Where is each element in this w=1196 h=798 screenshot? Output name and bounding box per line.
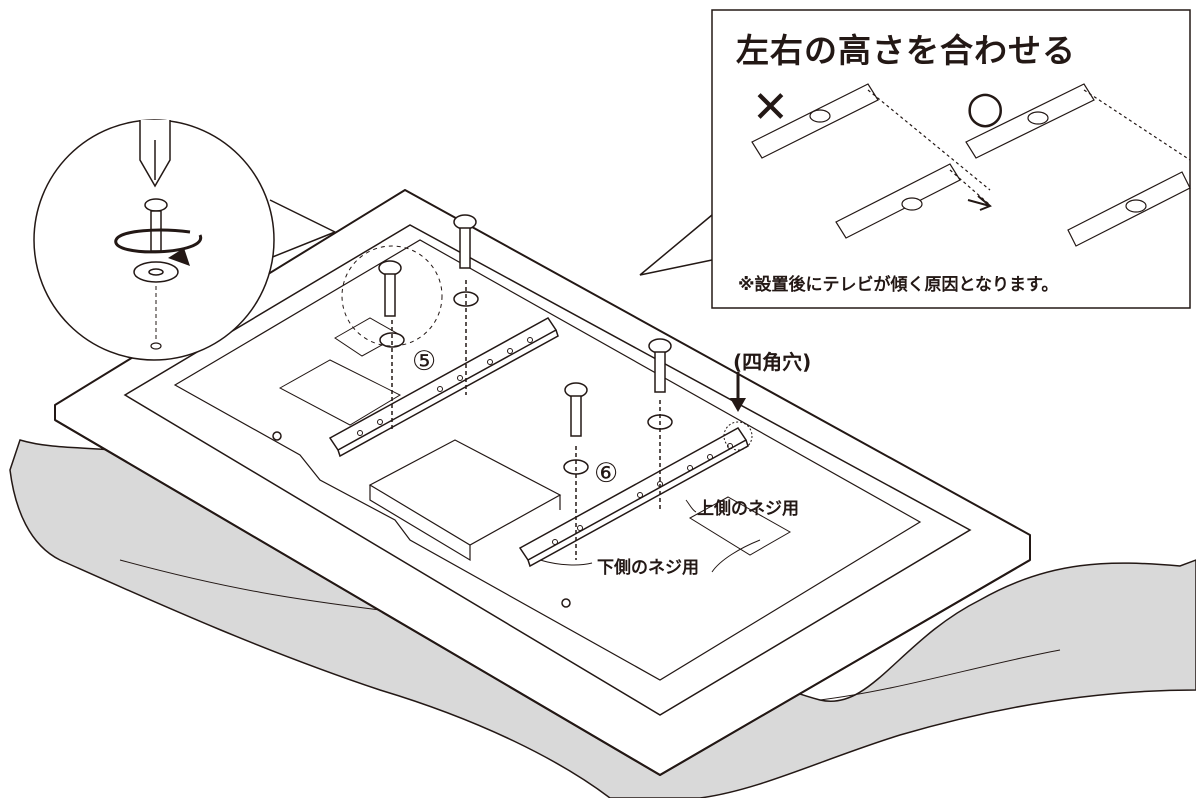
lower-screw-label: 下側のネジ用	[597, 558, 699, 578]
step-6-label: ⑥	[594, 458, 619, 489]
lower-screw-bracket	[539, 539, 761, 573]
upper-screw-label: 上側のネジ用	[697, 499, 799, 519]
step-5-label: ⑤	[412, 346, 437, 377]
tv-back-inner	[123, 224, 972, 716]
tv-side-edge	[54, 419, 1031, 777]
screwdriver-icon	[139, 120, 171, 188]
lower-bracket-rail	[518, 427, 749, 568]
tv-back-recess	[173, 239, 922, 681]
tv-back-block	[368, 439, 562, 562]
rotation-arrow-icon	[114, 228, 202, 254]
inset-hole	[150, 342, 162, 350]
down-arrow-icon	[730, 372, 746, 412]
rotation-arrowhead	[168, 248, 190, 266]
correct-mark-icon: ○	[966, 82, 1005, 133]
upper-rail-holes	[357, 337, 533, 436]
tv-back-hole	[561, 598, 571, 608]
rail-aligned	[965, 83, 1191, 247]
callout-note: ※設置後にテレビが傾く原因となります。	[738, 275, 1059, 295]
zoom-inset-pointer	[269, 199, 337, 259]
screw	[453, 214, 479, 395]
screw	[563, 382, 589, 560]
callout-pointer	[639, 214, 713, 276]
square-hole-label: (四角穴)	[733, 350, 812, 374]
upper-bracket-rail	[328, 317, 559, 458]
square-hole-highlight	[723, 421, 753, 451]
callout-box	[711, 9, 1191, 309]
callout-title: 左右の高さを合わせる	[736, 31, 1076, 70]
screw	[647, 338, 673, 512]
upper-screw-bracket	[685, 499, 697, 513]
tv-back-hole	[272, 431, 282, 441]
zoom-focus-circle	[341, 245, 443, 347]
inset-washer-hole	[148, 268, 164, 276]
incorrect-mark-icon: ✕	[752, 82, 789, 133]
rail-misaligned	[751, 83, 992, 239]
cloth-fold	[119, 559, 1061, 701]
screw	[378, 260, 405, 432]
